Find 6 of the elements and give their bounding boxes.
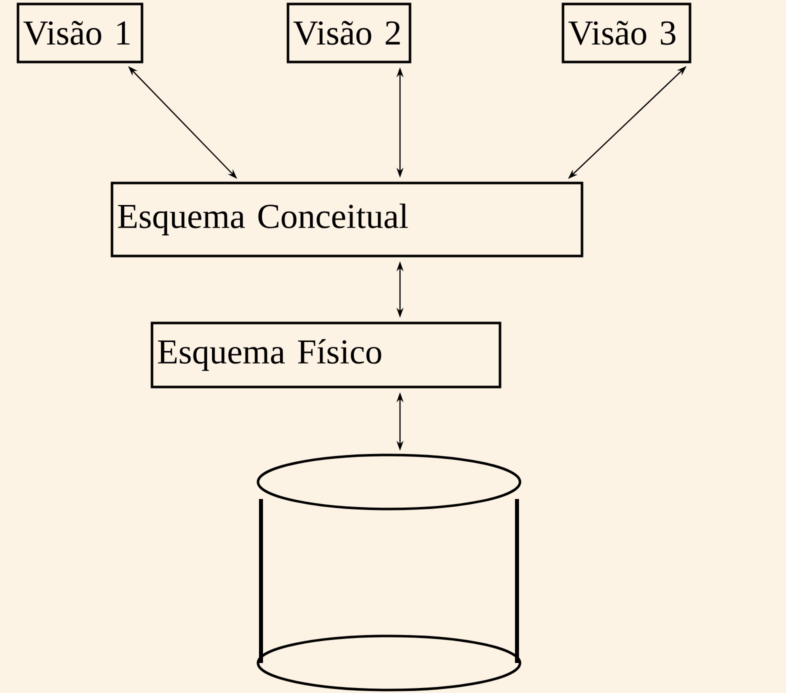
- box: Visão 3: [562, 2, 692, 64]
- cylinder: [256, 454, 522, 692]
- box: Visão 2: [286, 2, 412, 64]
- box: Esquema Físico: [150, 322, 502, 388]
- box: Esquema Conceitual: [110, 182, 584, 258]
- box: Visão 1: [16, 2, 144, 64]
